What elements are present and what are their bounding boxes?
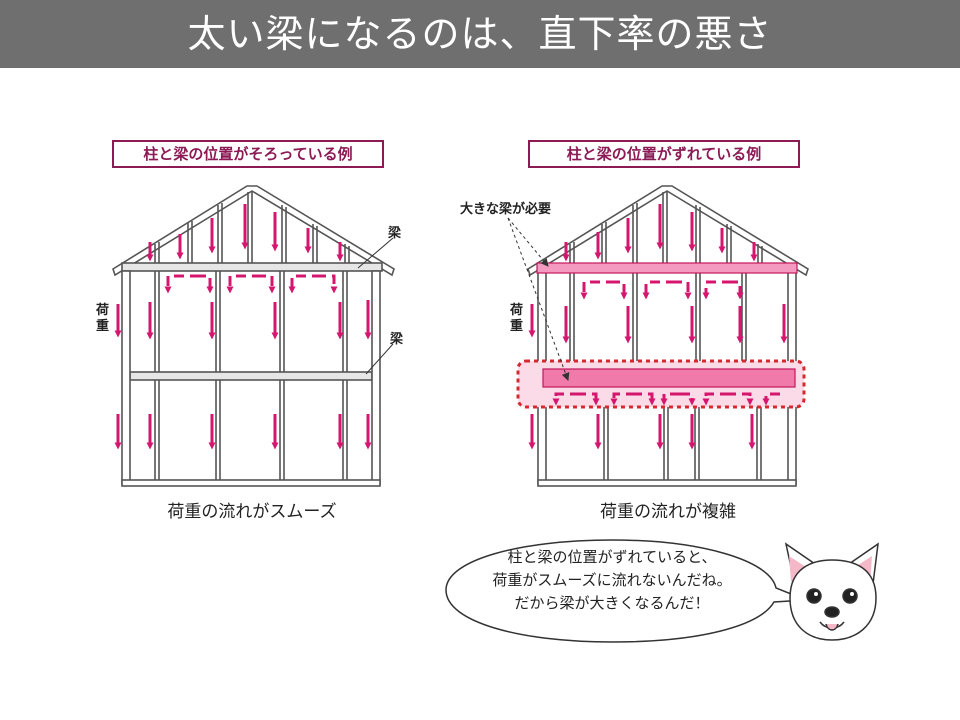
upper-big-beam <box>536 262 798 274</box>
right-load-arrows <box>528 204 788 450</box>
right-caption: 荷重の流れが複雑 <box>600 502 736 522</box>
right-load-label: 荷重 <box>510 303 524 334</box>
big-beam-callout-label: 大きな梁が必要 <box>460 202 552 217</box>
left-caption: 荷重の流れがスムーズ <box>167 502 337 522</box>
speech-bubble-text: 柱と梁の位置がずれていると、 荷重がスムーズに流れないんだね。 だから梁が大きく… <box>452 546 772 615</box>
left-load-arrows <box>114 204 372 450</box>
speech-bubble <box>445 539 807 643</box>
speech-line-2: 荷重がスムーズに流れないんだね。 <box>492 571 732 589</box>
big-beam-callout-lines <box>507 217 570 381</box>
speech-line-1: 柱と梁の位置がずれていると、 <box>507 548 717 566</box>
lower-big-beam <box>542 368 796 388</box>
left-house-frame <box>112 185 395 487</box>
dog-mascot-icon <box>784 542 879 641</box>
left-lower-beam-label: 梁 <box>390 332 404 347</box>
left-beam-load-paths <box>164 274 338 294</box>
slide-title: 太い梁になるのは、直下率の悪さ <box>0 0 960 68</box>
left-upper-beam-label: 梁 <box>388 226 402 241</box>
left-load-label: 荷重 <box>96 303 110 334</box>
speech-line-3: だから梁が大きくなるんだ！ <box>514 594 710 612</box>
left-callout-lines <box>357 237 394 375</box>
right-beam-load-paths <box>552 280 780 406</box>
right-house-frame <box>527 185 809 487</box>
right-panel-heading: 柱と梁の位置がずれている例 <box>528 140 800 168</box>
left-panel-heading: 柱と梁の位置がそろっている例 <box>112 140 384 168</box>
